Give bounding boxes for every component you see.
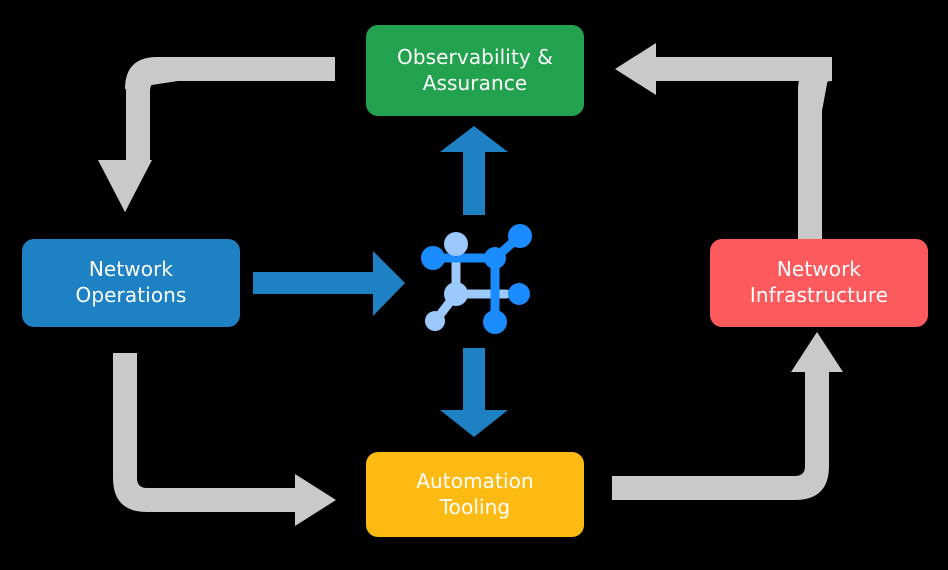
- arrow-network-operations-to-automation-tooling-body: [147, 488, 296, 512]
- arrow-network-operations-to-center: [253, 251, 405, 316]
- arrow-automation-tooling-to-network-infrastructure-body: [612, 476, 795, 500]
- node-network-operations-label: Network Operations: [75, 257, 187, 307]
- arrow-network-infrastructure-to-observability-top: [655, 57, 832, 81]
- network-topology-icon: [421, 224, 532, 334]
- arrow-network-infrastructure-to-observability-head: [615, 43, 656, 95]
- network-topology-icon-nodes-secondary: [425, 232, 468, 331]
- arrow-center-to-observability: [440, 126, 508, 215]
- node-network-operations[interactable]: Network Operations: [22, 239, 240, 327]
- node-automation-tooling[interactable]: Automation Tooling: [366, 452, 584, 537]
- network-topology-icon-nodes-primary: [421, 224, 532, 334]
- arrow-observability-to-network-operations-head: [99, 160, 151, 212]
- node-observability-and-assurance[interactable]: Observability & Assurance: [366, 25, 584, 116]
- arrow-network-operations-to-automation-tooling-stem: [113, 353, 147, 512]
- node-automation-tooling-label: Automation Tooling: [416, 468, 534, 519]
- arrow-network-operations-to-automation-tooling-head: [295, 474, 336, 526]
- arrow-network-infrastructure-to-observability-stem: [798, 57, 832, 240]
- arrow-automation-tooling-to-network-infrastructure-head: [791, 332, 843, 372]
- arrow-automation-tooling-to-network-infrastructure-stem: [795, 371, 829, 500]
- node-observability-label: Observability & Assurance: [397, 44, 553, 95]
- node-network-infrastructure-label: Network Infrastructure: [749, 257, 889, 307]
- arrow-observability-to-network-operations-body: [126, 57, 335, 162]
- arrow-center-to-automation-tooling: [440, 348, 508, 437]
- node-network-infrastructure[interactable]: Network Infrastructure: [710, 239, 928, 327]
